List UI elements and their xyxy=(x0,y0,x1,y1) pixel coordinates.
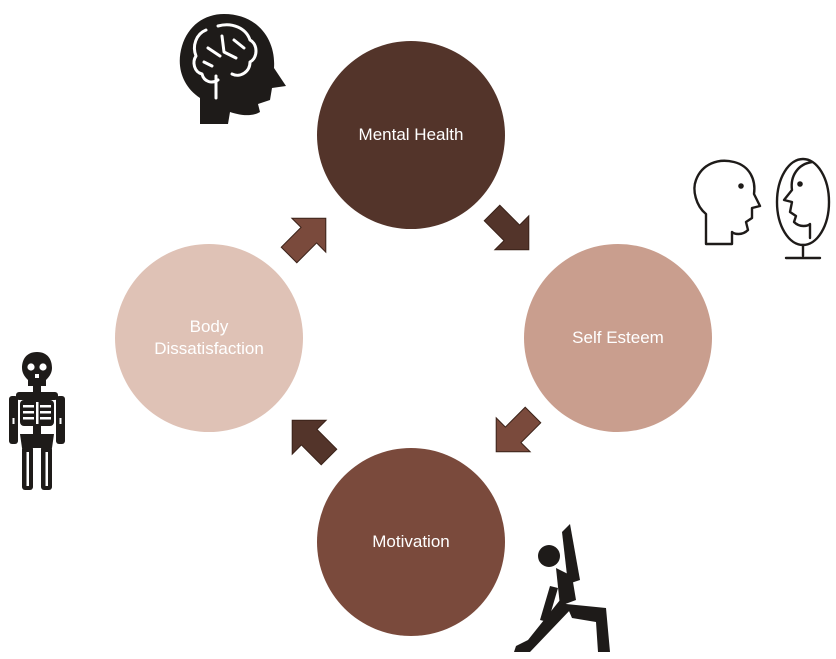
node-label-motivation: Motivation xyxy=(372,532,450,551)
node-motivation: Motivation xyxy=(317,448,505,636)
node-label-mental-health: Mental Health xyxy=(358,125,464,144)
node-self-esteem: Self Esteem xyxy=(524,244,712,432)
node-mental-health: Mental Health xyxy=(317,41,505,229)
node-label-body-dissatisfaction: Body Dissatisfaction xyxy=(154,317,264,358)
node-body-dissatisfaction: Body Dissatisfaction xyxy=(115,244,303,432)
node-label-self-esteem: Self Esteem xyxy=(572,328,664,347)
